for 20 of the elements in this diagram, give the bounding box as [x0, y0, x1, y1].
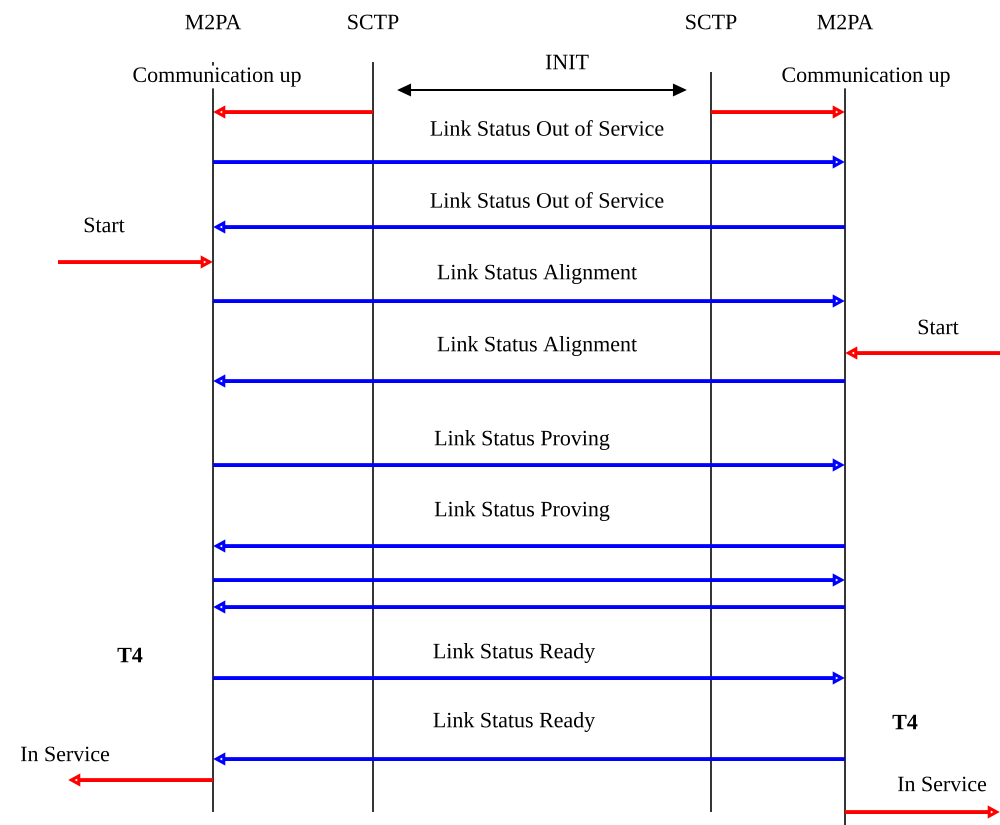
edge-label: Link Status Ready [431, 641, 597, 665]
lifeline-header: M2PA [185, 14, 242, 30]
edge-label: Communication up [130, 66, 304, 88]
edge-label: In Service [895, 774, 989, 794]
edge-label: Start [82, 216, 126, 234]
edge-label: INIT [543, 53, 591, 71]
edge-label: Link Status Out of Service [428, 118, 666, 138]
edge-label: Link Status Proving [432, 499, 612, 523]
lifeline-header: SCTP [348, 14, 398, 30]
lifeline-header: SCTP [686, 14, 736, 30]
timer-label: T4 [118, 648, 142, 662]
edge-label: In Service [18, 744, 112, 764]
edge-label: Communication up [780, 66, 952, 88]
edge-label: Link Status Alignment [435, 262, 639, 286]
lifeline-header: M2PA [817, 14, 874, 30]
edge-label: Link Status Alignment [435, 334, 639, 358]
edge-label: Link Status Ready [431, 710, 597, 734]
edge-label: Link Status Proving [432, 428, 612, 452]
edge-label: Start [916, 318, 960, 336]
edge-label: Link Status Out of Service [428, 190, 666, 210]
